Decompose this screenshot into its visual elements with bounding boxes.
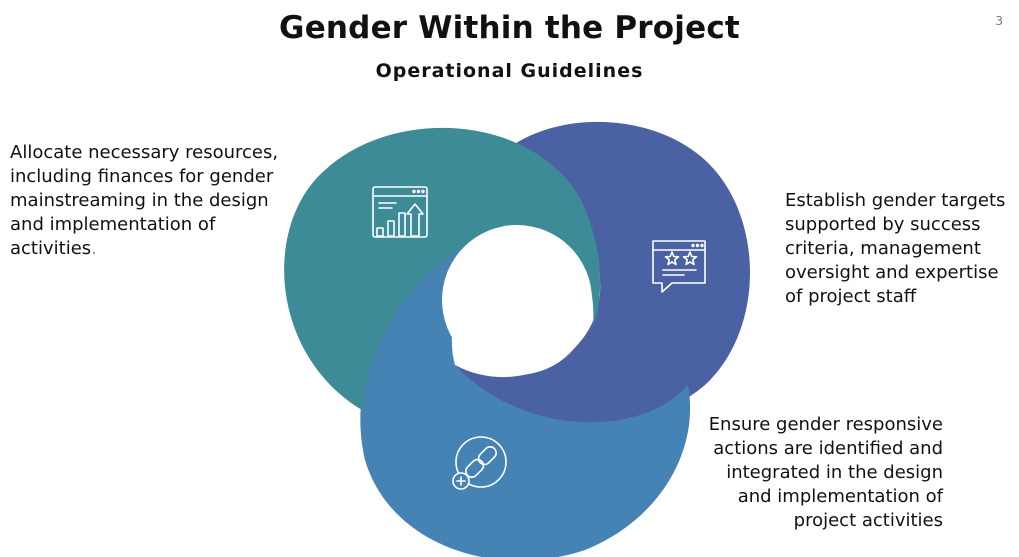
growth-chart-icon <box>372 186 428 238</box>
callout-actions: Ensure gender responsive actions are ide… <box>708 414 943 531</box>
segment-resources <box>284 127 601 411</box>
callout-targets: Establish gender targets supported by su… <box>785 190 1006 307</box>
callout-resources: Allocate necessary resources, including … <box>10 141 285 261</box>
callout-resources-text: Allocate necessary resources, including … <box>10 142 279 259</box>
rating-feedback-icon <box>652 240 706 293</box>
slide-title: Gender Within the Project <box>279 10 740 46</box>
center-hole <box>442 225 592 375</box>
segment-actions <box>360 230 691 557</box>
slide-subtitle: Operational Guidelines <box>375 60 644 82</box>
page-number: 3 <box>995 14 1003 28</box>
add-link-icon <box>452 436 507 490</box>
callout-resources-period: . <box>91 238 97 259</box>
segment-targets <box>455 121 750 426</box>
